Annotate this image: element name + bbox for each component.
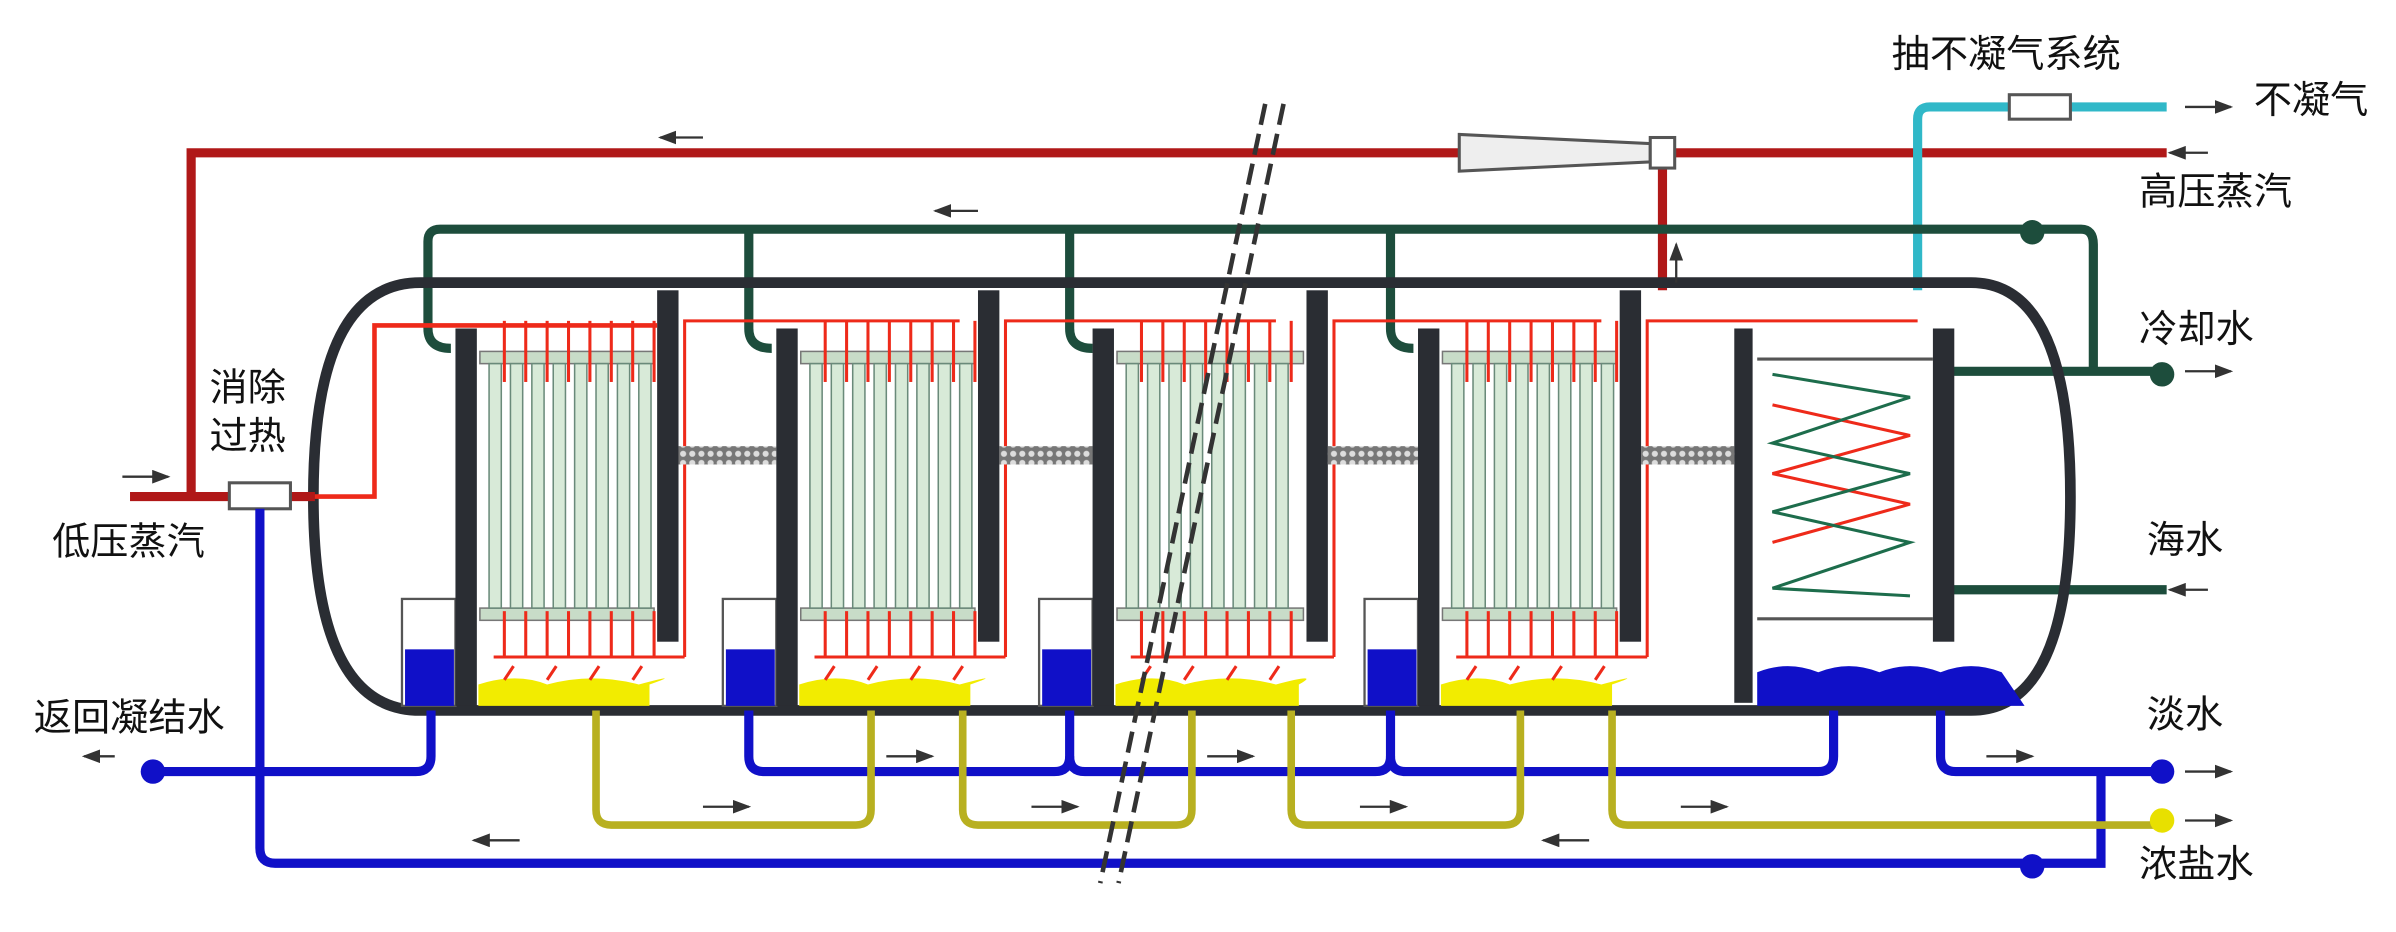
vapor-mark: [631, 665, 644, 681]
vapor-mark: [503, 665, 515, 681]
heat-tube: [595, 362, 610, 609]
heat-tube: [1515, 362, 1529, 609]
condenser: [1734, 328, 2025, 706]
vapor-line: [1456, 319, 1918, 659]
tube-plate: [455, 328, 477, 706]
heat-tube: [830, 362, 845, 609]
vapor-mark: [952, 665, 964, 681]
label-desuperheat: 消除: [209, 366, 285, 410]
label-non-condensable-gas: 不凝气: [2254, 79, 2369, 123]
label-high-pressure-steam: 高压蒸汽: [2139, 171, 2292, 215]
demister-mesh: [1327, 446, 1419, 465]
vapor-mark: [823, 665, 836, 681]
heat-tube: [1210, 362, 1225, 609]
pump-icon: [2019, 220, 2045, 245]
tube-header: [1116, 607, 1305, 622]
heat-tube: [1253, 362, 1268, 609]
heat-tube: [1493, 362, 1508, 609]
vapor-mark: [1593, 665, 1606, 681]
heat-tube: [1146, 362, 1161, 609]
demister-mesh: [1641, 446, 1735, 465]
heat-tube: [873, 362, 888, 609]
condensate-water: [405, 649, 454, 706]
tube-plate: [1092, 328, 1114, 706]
vapor-mark: [1465, 665, 1478, 681]
label-return-condensate: 返回凝结水: [34, 696, 225, 740]
heat-tube: [488, 362, 503, 609]
break-line: [1097, 103, 1286, 884]
condensate-water: [725, 649, 775, 706]
brine-pool: [799, 678, 986, 706]
heat-tube: [958, 362, 973, 609]
heat-tube: [616, 362, 631, 609]
heat-tube: [509, 362, 524, 609]
heat-tube: [1450, 362, 1465, 609]
demister-mesh: [678, 446, 777, 465]
heat-tube: [1275, 362, 1289, 609]
label-brine: 浓盐水: [2139, 843, 2254, 887]
vapor-mark: [1268, 665, 1281, 681]
pump-icon: [140, 759, 166, 784]
condensate-water: [1367, 649, 1417, 706]
label-low-pressure-steam: 低压蒸汽: [52, 521, 205, 565]
tube-plate: [1619, 290, 1642, 642]
demister-mesh: [999, 446, 1093, 465]
heat-tube: [1536, 362, 1551, 609]
desuperheater: [227, 323, 658, 511]
heat-tube: [638, 362, 652, 609]
heat-tube: [894, 362, 909, 609]
heat-tube: [809, 362, 823, 609]
label-cooling-water: 冷却水: [2139, 308, 2254, 352]
fresh-water-pipe: [152, 508, 2167, 868]
heat-tube: [1579, 362, 1593, 609]
vapor-line: [814, 319, 1276, 659]
tube-plate: [776, 328, 798, 706]
label-seawater: 海水: [2147, 519, 2223, 563]
pump-icon: [2149, 808, 2175, 833]
vapor-mark: [909, 665, 922, 681]
heat-tube: [916, 362, 930, 609]
tube-plate: [1418, 328, 1440, 706]
heat-tube: [937, 362, 952, 609]
heat-tube: [1189, 362, 1204, 609]
label-fresh-water: 淡水: [2147, 693, 2223, 737]
heat-tube: [552, 362, 567, 609]
heat-tube: [1600, 362, 1615, 609]
pump-icon: [2149, 362, 2175, 387]
vapor-mark: [1225, 665, 1238, 681]
brine-pool: [1440, 678, 1628, 706]
pump-icon: [2019, 854, 2045, 879]
heat-tube: [1168, 362, 1182, 609]
pump-icon: [2149, 759, 2175, 784]
vapor-mark: [866, 665, 879, 681]
vapor-mark: [1182, 665, 1195, 681]
heat-tube: [1557, 362, 1572, 609]
heat-tube: [531, 362, 545, 609]
heat-tube: [573, 362, 588, 609]
brine-pool: [1115, 678, 1307, 706]
tube-plate: [1306, 290, 1328, 642]
label-desuperheat: 过热: [209, 415, 285, 459]
vapor-mark: [545, 665, 558, 681]
brine-pool: [478, 678, 665, 706]
vapor-mark: [588, 665, 601, 681]
tube-plate: [977, 290, 1000, 642]
tube-plate: [657, 290, 679, 642]
steam-ejector: [1457, 132, 1677, 173]
effects: [400, 290, 1918, 708]
vapor-mark: [1508, 665, 1521, 681]
heat-tube: [1472, 362, 1487, 609]
heat-tube: [1125, 362, 1140, 609]
evaporator-shell: [308, 277, 2076, 716]
condensate-water: [1042, 649, 1092, 706]
non-condensable-vent-pipe: [1913, 93, 2167, 291]
flow-arrows: [81, 100, 2234, 848]
heat-tube: [851, 362, 866, 609]
heat-tube: [1232, 362, 1247, 609]
vapor-mark: [1551, 665, 1563, 681]
brine-pipe: [592, 710, 2167, 829]
label-non-condensable-system: 抽不凝气系统: [1892, 33, 2121, 77]
